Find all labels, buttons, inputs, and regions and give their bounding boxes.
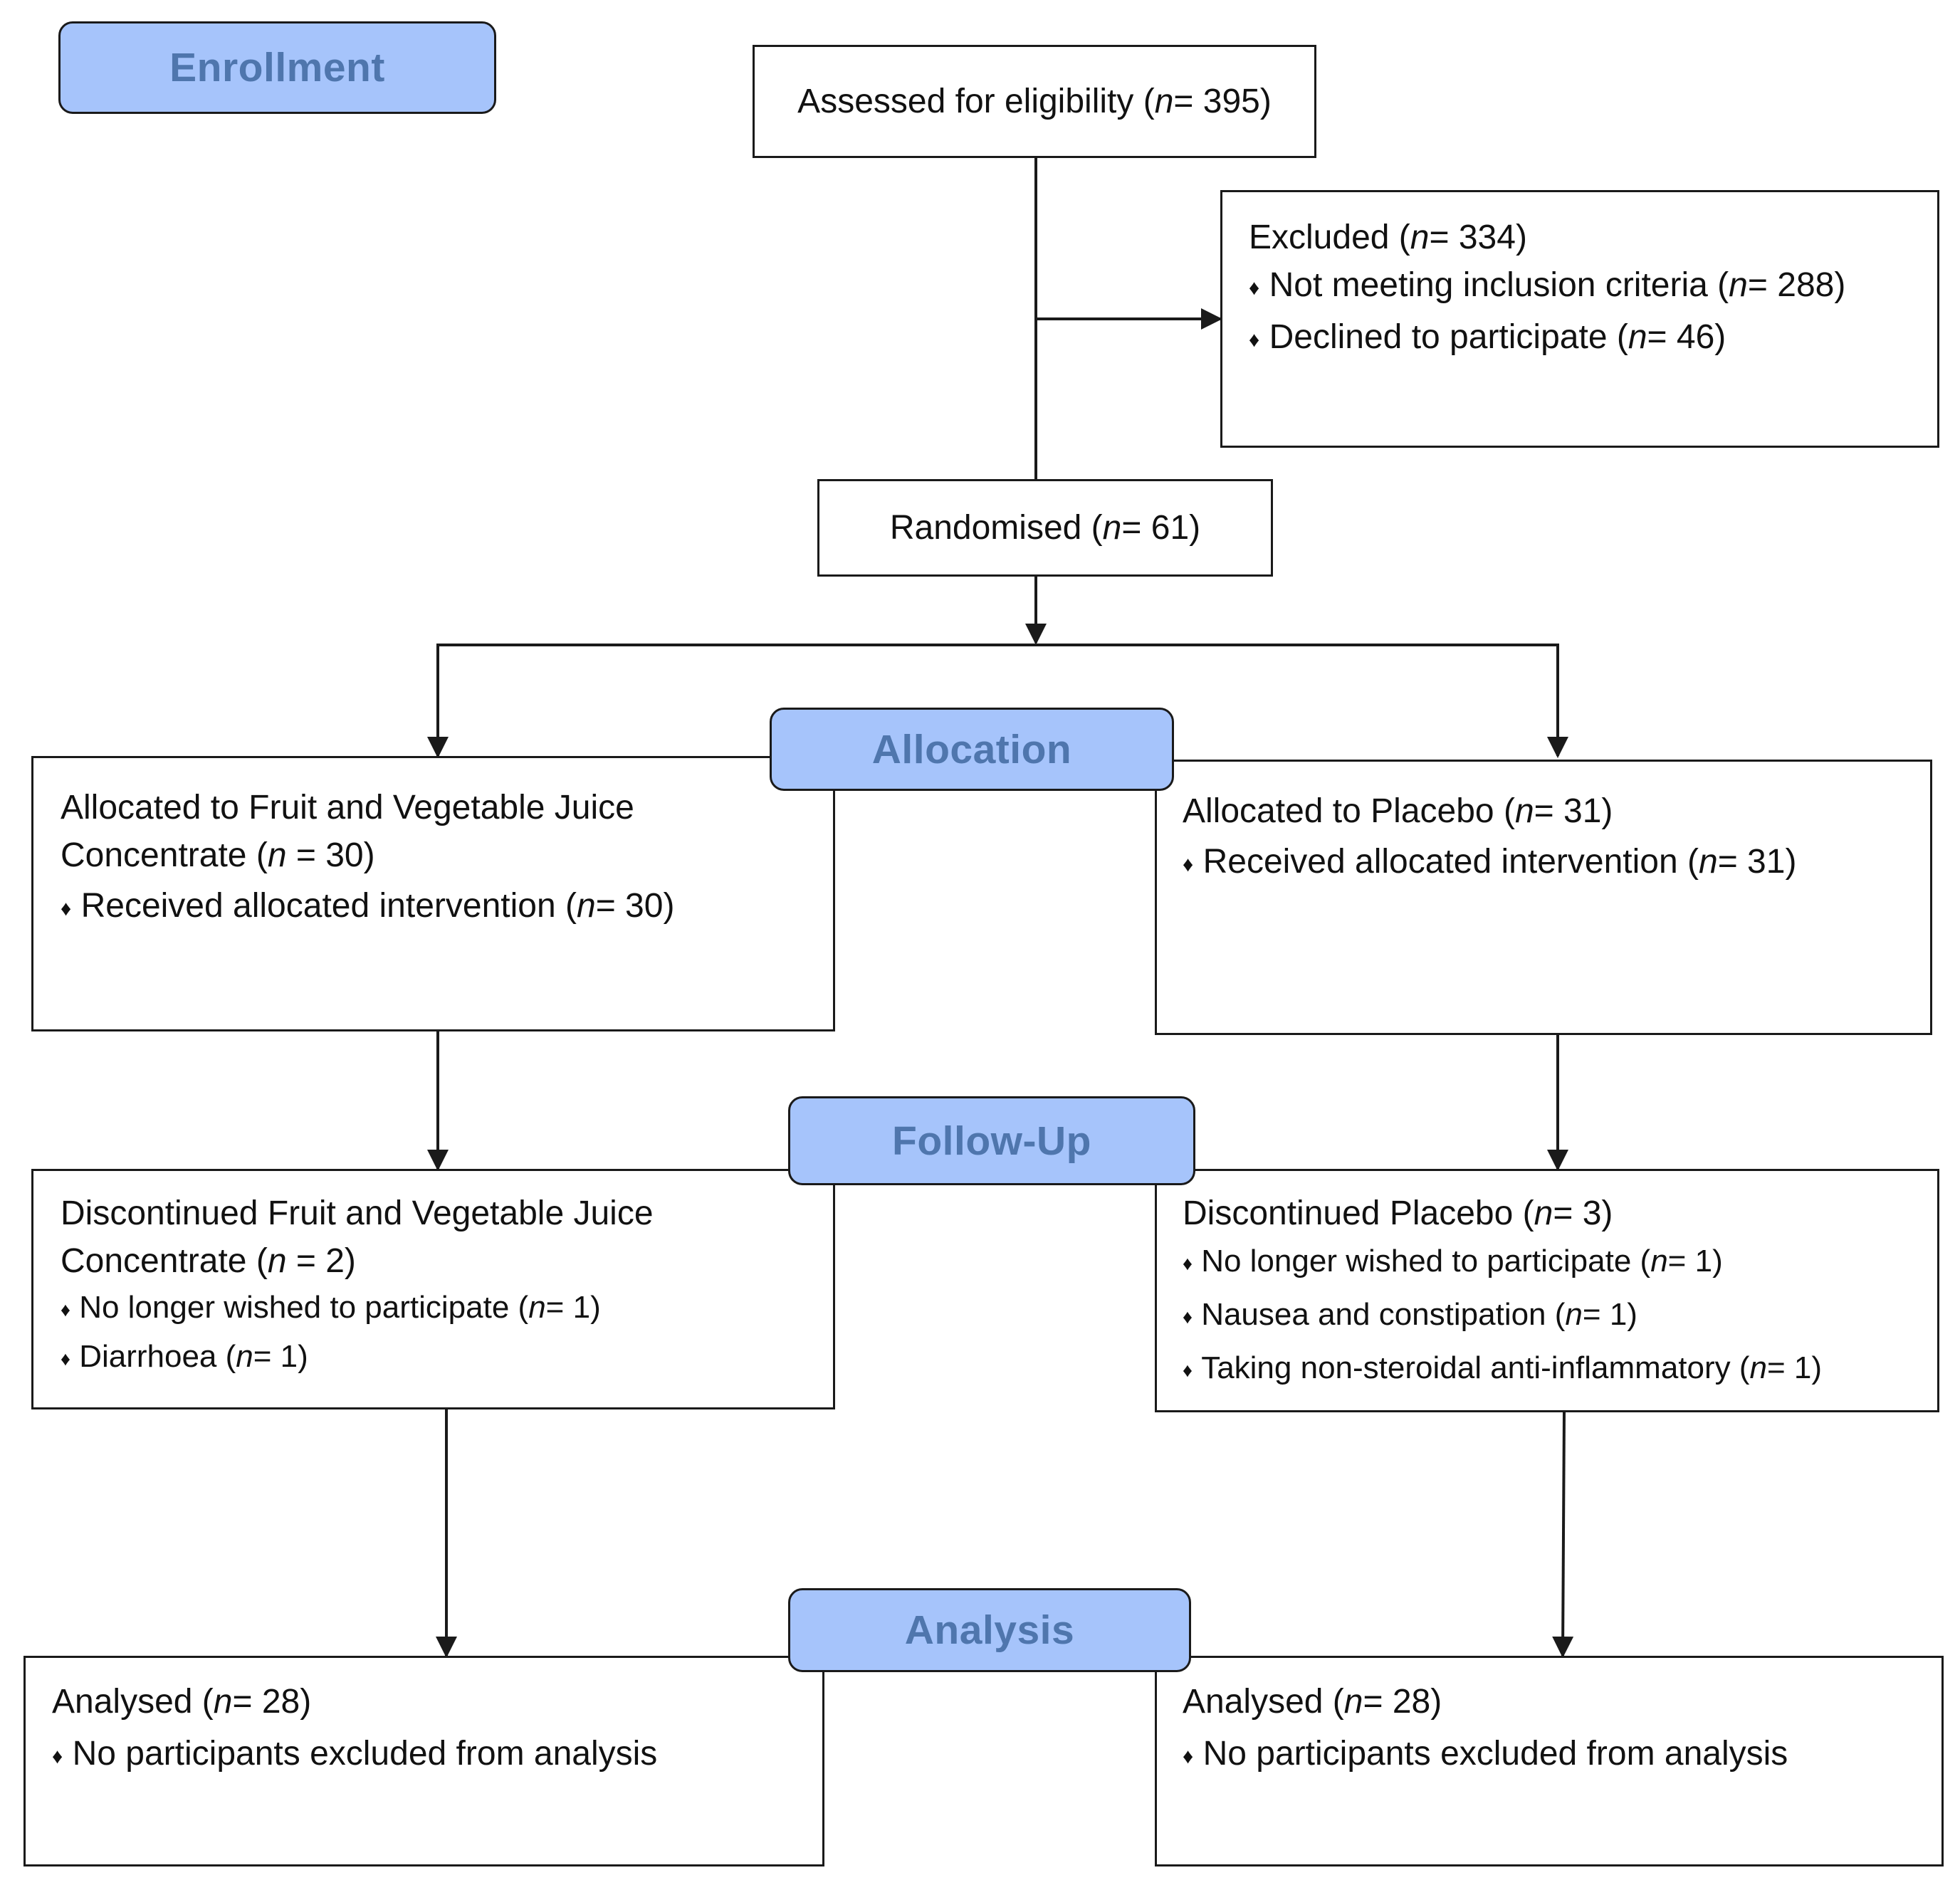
connector-right-followup-to-analysis — [1552, 1412, 1574, 1658]
left-discontinued-item-diarrhoea: ♦ Diarrhoea (n = 1) — [61, 1334, 805, 1383]
bullet-icon: ♦ — [1183, 852, 1194, 876]
stage-label-allocation: Allocation — [770, 708, 1174, 791]
bullet-icon: ♦ — [61, 1298, 70, 1320]
left-analysed-item: ♦ No participants excluded from analysis — [52, 1730, 822, 1782]
bullet-icon: ♦ — [61, 896, 72, 920]
bullet-icon: ♦ — [1183, 1305, 1193, 1328]
randomised-box: Randomised (n = 61) — [817, 479, 1273, 577]
right-discontinued-item-nsaid: ♦ Taking non-steroidal anti-inflammatory… — [1183, 1345, 1937, 1395]
right-discontinued-heading: Discontinued Placebo (n = 3) — [1183, 1194, 1613, 1232]
stage-label-enrollment: Enrollment — [58, 21, 496, 114]
bullet-icon: ♦ — [1249, 327, 1260, 352]
bullet-icon: ♦ — [52, 1744, 63, 1768]
right-allocated-box: Allocated to Placebo (n = 31) ♦ Received… — [1155, 760, 1932, 1035]
left-analysed-box: Analysed (n = 28) ♦ No participants excl… — [23, 1656, 824, 1866]
excluded-item-declined: ♦ Declined to participate (n = 46) — [1249, 313, 1937, 365]
excluded-heading: Excluded (n = 334) — [1249, 219, 1527, 256]
right-analysed-heading: Analysed (n = 28) — [1183, 1683, 1442, 1721]
excluded-box: Excluded (n = 334) ♦ Not meeting inclusi… — [1220, 190, 1939, 448]
left-discontinued-item-wished: ♦ No longer wished to participate (n = 1… — [61, 1285, 805, 1334]
bullet-icon: ♦ — [1183, 1744, 1194, 1768]
left-discontinued-heading: Discontinued Fruit and Vegetable Juice C… — [61, 1194, 654, 1280]
stage-label-followup: Follow-Up — [788, 1096, 1195, 1185]
left-analysed-heading: Analysed (n = 28) — [52, 1683, 312, 1721]
assessed-box: Assessed for eligibility (n = 395) — [753, 45, 1316, 158]
left-allocated-box: Allocated to Fruit and Vegetable Juice C… — [31, 756, 835, 1031]
bullet-icon: ♦ — [61, 1347, 70, 1370]
connector-split — [436, 644, 1559, 756]
right-allocated-item-received: ♦ Received allocated intervention (n = 3… — [1183, 838, 1930, 890]
randomised-text: Randomised (n = 61) — [889, 509, 1201, 547]
bullet-icon: ♦ — [1183, 1358, 1193, 1381]
stage-label-analysis: Analysis — [788, 1588, 1191, 1672]
right-analysed-box: Analysed (n = 28) ♦ No participants excl… — [1155, 1656, 1944, 1866]
left-allocated-item-received: ♦ Received allocated intervention (n = 3… — [61, 882, 805, 934]
right-allocated-heading: Allocated to Placebo (n = 31) — [1183, 792, 1613, 830]
right-analysed-item: ♦ No participants excluded from analysis — [1183, 1730, 1941, 1782]
right-discontinued-item-nausea: ♦ Nausea and constipation (n = 1) — [1183, 1292, 1937, 1341]
left-discontinued-box: Discontinued Fruit and Vegetable Juice C… — [31, 1169, 835, 1409]
left-allocated-heading: Allocated to Fruit and Vegetable Juice C… — [61, 789, 634, 874]
assessed-text: Assessed for eligibility (n = 395) — [797, 83, 1272, 120]
excluded-item-criteria: ♦ Not meeting inclusion criteria (n = 28… — [1249, 261, 1937, 313]
right-discontinued-item-wished: ♦ No longer wished to participate (n = 1… — [1183, 1239, 1937, 1288]
bullet-icon: ♦ — [1183, 1251, 1193, 1274]
bullet-icon: ♦ — [1249, 275, 1260, 300]
right-discontinued-box: Discontinued Placebo (n = 3) ♦ No longer… — [1155, 1169, 1939, 1412]
